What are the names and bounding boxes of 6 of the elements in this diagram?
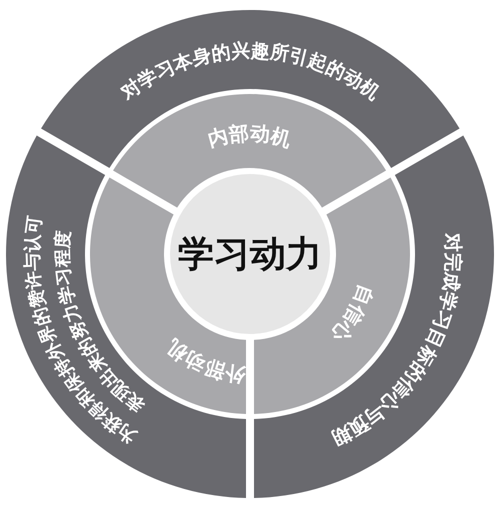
segment-label: 内部动机	[206, 120, 294, 152]
segment-label: 为获得和保持外界的赞许与认可表现出来的努力学习程度	[22, 214, 150, 448]
segment-label: 对学习本身的兴趣所引起的动机	[116, 40, 384, 104]
center-title: 学习动力	[178, 232, 322, 276]
segment-label: 外部动机	[162, 334, 247, 388]
segment-label: 自信心	[326, 282, 378, 348]
